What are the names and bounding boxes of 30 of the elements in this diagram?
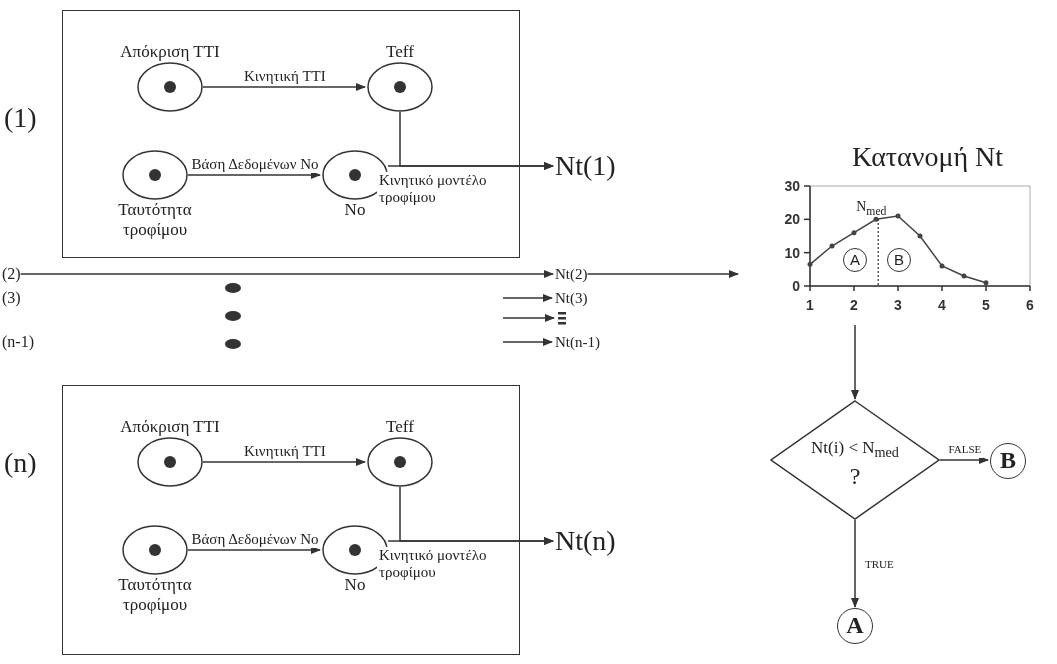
tick-label: 20 bbox=[784, 211, 800, 228]
edge-label: Βάση Δεδομένων No bbox=[189, 156, 321, 173]
node-label: Ταυτότητα τροφίμου bbox=[117, 575, 193, 615]
node-label: No bbox=[343, 200, 367, 220]
tick-label: 5 bbox=[982, 297, 990, 313]
question-mark: ? bbox=[848, 464, 862, 489]
annotation-label: N$_{med}$ bbox=[856, 199, 887, 219]
group-number: (1) bbox=[4, 102, 37, 134]
tick-label: 1 bbox=[806, 297, 814, 313]
node-label: No bbox=[343, 575, 367, 595]
node-label: Ταυτότητα τροφίμου bbox=[117, 200, 193, 240]
row-number: (3) bbox=[2, 288, 21, 308]
tick-label: 0 bbox=[792, 278, 800, 294]
condition-text: Nt(i) < N$_{med}$ bbox=[810, 437, 900, 463]
edge-label: Κινητική ΤΤΙ bbox=[242, 68, 328, 85]
node-label: Teff bbox=[385, 417, 415, 437]
tick-label: 10 bbox=[784, 244, 800, 261]
tick-label: 2 bbox=[850, 297, 858, 313]
chart-title: Κατανομή Nt bbox=[850, 140, 1005, 174]
edge-label: Κινητική ΤΤΙ bbox=[242, 443, 328, 460]
node-label: Απόκριση ΤΤΙ bbox=[119, 417, 221, 437]
tick-label: 30 bbox=[784, 178, 800, 194]
node-label: Teff bbox=[385, 42, 415, 62]
row-number: (n-1) bbox=[2, 332, 34, 352]
tick-label: 6 bbox=[1026, 297, 1034, 313]
node-label: Απόκριση ΤΤΙ bbox=[119, 42, 221, 62]
group-number: (n) bbox=[4, 447, 37, 479]
tick-label: 4 bbox=[938, 297, 946, 313]
tick-label: 3 bbox=[894, 297, 902, 313]
edge-label: Βάση Δεδομένων No bbox=[189, 531, 321, 548]
